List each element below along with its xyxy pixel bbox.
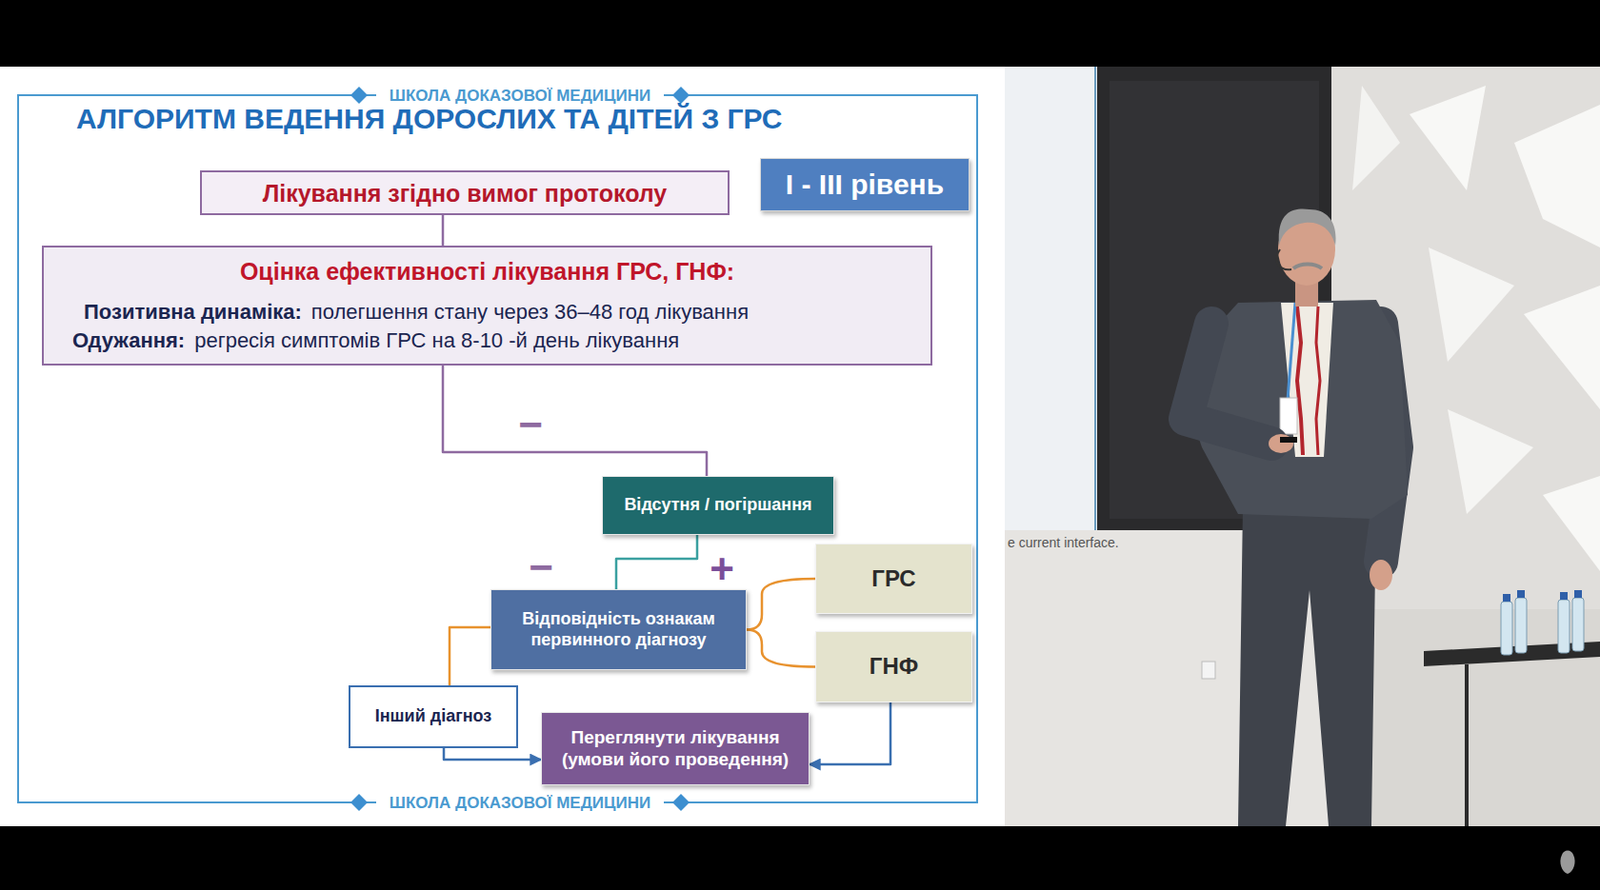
sign-minus: − <box>528 546 554 589</box>
text-line: Позитивна динаміка: полегшення стану чере… <box>55 300 920 325</box>
text-line: I - III рівень <box>770 167 960 202</box>
text-line: Інший діагноз <box>358 706 509 728</box>
slide-frame <box>18 95 978 803</box>
text-line: ГРС <box>823 565 964 594</box>
wall-facet <box>1409 85 1486 191</box>
water-bottle <box>1558 600 1570 654</box>
node-text: I - III рівень <box>785 168 944 200</box>
presenter-hand <box>1369 560 1393 591</box>
text-line: ГНФ <box>823 653 964 681</box>
process-box: Лікування згідно вимог протоколу <box>200 170 730 216</box>
text-line: Лікування згідно вимог протоколу <box>213 179 717 208</box>
flow-connector <box>441 215 445 246</box>
headset-mic <box>1277 249 1292 270</box>
screen-text: e current interface. <box>1007 536 1120 550</box>
node-text: Відповідність ознакам первинного діагноз… <box>521 609 715 650</box>
channel-logo <box>1560 851 1575 876</box>
node-text: Інший діагноз <box>375 706 493 726</box>
flow-connector <box>746 579 816 631</box>
projection-edge <box>1094 66 1097 531</box>
bottle-cap <box>1517 590 1525 599</box>
node-text: ГРС <box>871 565 916 592</box>
node-text: Відсутня / погіршання <box>623 495 812 515</box>
node-text: Переглянути лікування (умови його провед… <box>561 727 789 770</box>
diagnosis-box: ГРС <box>815 543 973 615</box>
text-line: Оцінка ефективності лікування ГРС, ГНФ: <box>55 257 920 286</box>
wall-facet <box>1428 247 1515 362</box>
photo-ground <box>1004 66 1600 827</box>
diagnosis-box: ГНФ <box>815 631 973 703</box>
sign-plus: + <box>709 548 735 591</box>
presenter-hair <box>1279 208 1337 246</box>
node-text: Позитивна динаміка: <box>83 300 302 324</box>
node-text: ГНФ <box>869 653 919 680</box>
bottle-cap <box>1560 592 1568 600</box>
bottle-cap <box>1574 590 1582 599</box>
frame-diamond <box>672 86 690 104</box>
frame-diamond <box>350 794 368 812</box>
evaluation-box: Оцінка ефективності лікування ГРС, ГНФ: П… <box>41 245 933 366</box>
action-box: Переглянути лікування (умови його провед… <box>540 712 810 786</box>
wall-facet <box>1352 85 1400 191</box>
text-line: Відсутня / погіршання <box>610 495 826 517</box>
slide-header: ШКОЛА ДОКАЗОВОЇ МЕДИЦИНИ <box>376 795 664 812</box>
presenter-arm <box>1185 323 1272 444</box>
flow-connector <box>443 748 541 760</box>
outcome-box: Інший діагноз <box>348 685 519 749</box>
text-line: Переглянути лікування (умови його провед… <box>551 727 800 772</box>
slide-header: ШКОЛА ДОКАЗОВОЇ МЕДИЦИНИ <box>376 87 664 104</box>
node-text: Лікування згідно вимог протоколу <box>262 180 668 207</box>
wall-facet <box>1542 476 1600 572</box>
clicker <box>1280 437 1298 443</box>
presenter-moustache <box>1293 264 1322 270</box>
wall-facet <box>1523 285 1600 410</box>
frame-diamond <box>672 794 690 812</box>
status-box: Відсутня / погіршання <box>601 476 835 536</box>
table-leg <box>1464 664 1469 827</box>
shirt-embroidery <box>1316 306 1320 456</box>
level-badge: I - III рівень <box>760 158 970 212</box>
wall-facet <box>1514 104 1600 248</box>
frame-diamond <box>350 86 368 104</box>
slide-ground <box>0 66 1005 827</box>
presenter-trousers <box>1238 504 1377 827</box>
flow-connector <box>449 627 491 686</box>
text-line: Одужання: регресія симптомів ГРС на 8-10 … <box>55 328 920 354</box>
wall-socket <box>1201 661 1216 680</box>
flow-connector <box>442 365 707 477</box>
sign-minus: − <box>518 403 543 446</box>
water-bottle <box>1500 601 1513 656</box>
flow-connector <box>616 535 698 590</box>
node-text: Оцінка ефективності лікування ГРС, ГНФ: <box>240 258 735 285</box>
node-text: полегшення стану через 36–48 год лікуван… <box>311 300 749 324</box>
water-bottle <box>1515 598 1527 654</box>
slide-title: АЛГОРИТМ ВЕДЕННЯ ДОРОСЛИХ ТА ДІТЕЙ З ГРС <box>76 102 783 137</box>
wall-facet <box>1447 409 1534 515</box>
flow-connector <box>746 630 816 668</box>
node-text: Одужання: <box>72 328 185 353</box>
decision-box: Відповідність ознакам первинного діагноз… <box>490 589 747 671</box>
presenter-jacket <box>1185 300 1408 520</box>
bottle-cap <box>1502 594 1511 602</box>
water-bottle <box>1572 598 1584 652</box>
text-line: Відповідність ознакам первинного діагноз… <box>500 609 737 651</box>
shirt-embroidery <box>1297 306 1303 456</box>
badge-card <box>1280 398 1298 435</box>
projection-strip <box>1004 66 1098 531</box>
presenter-shirt <box>1280 302 1334 458</box>
badge-lanyard <box>1287 302 1296 400</box>
node-text: регресія симптомів ГРС на 8-10 -й день л… <box>194 328 680 353</box>
flow-connector <box>809 702 891 765</box>
